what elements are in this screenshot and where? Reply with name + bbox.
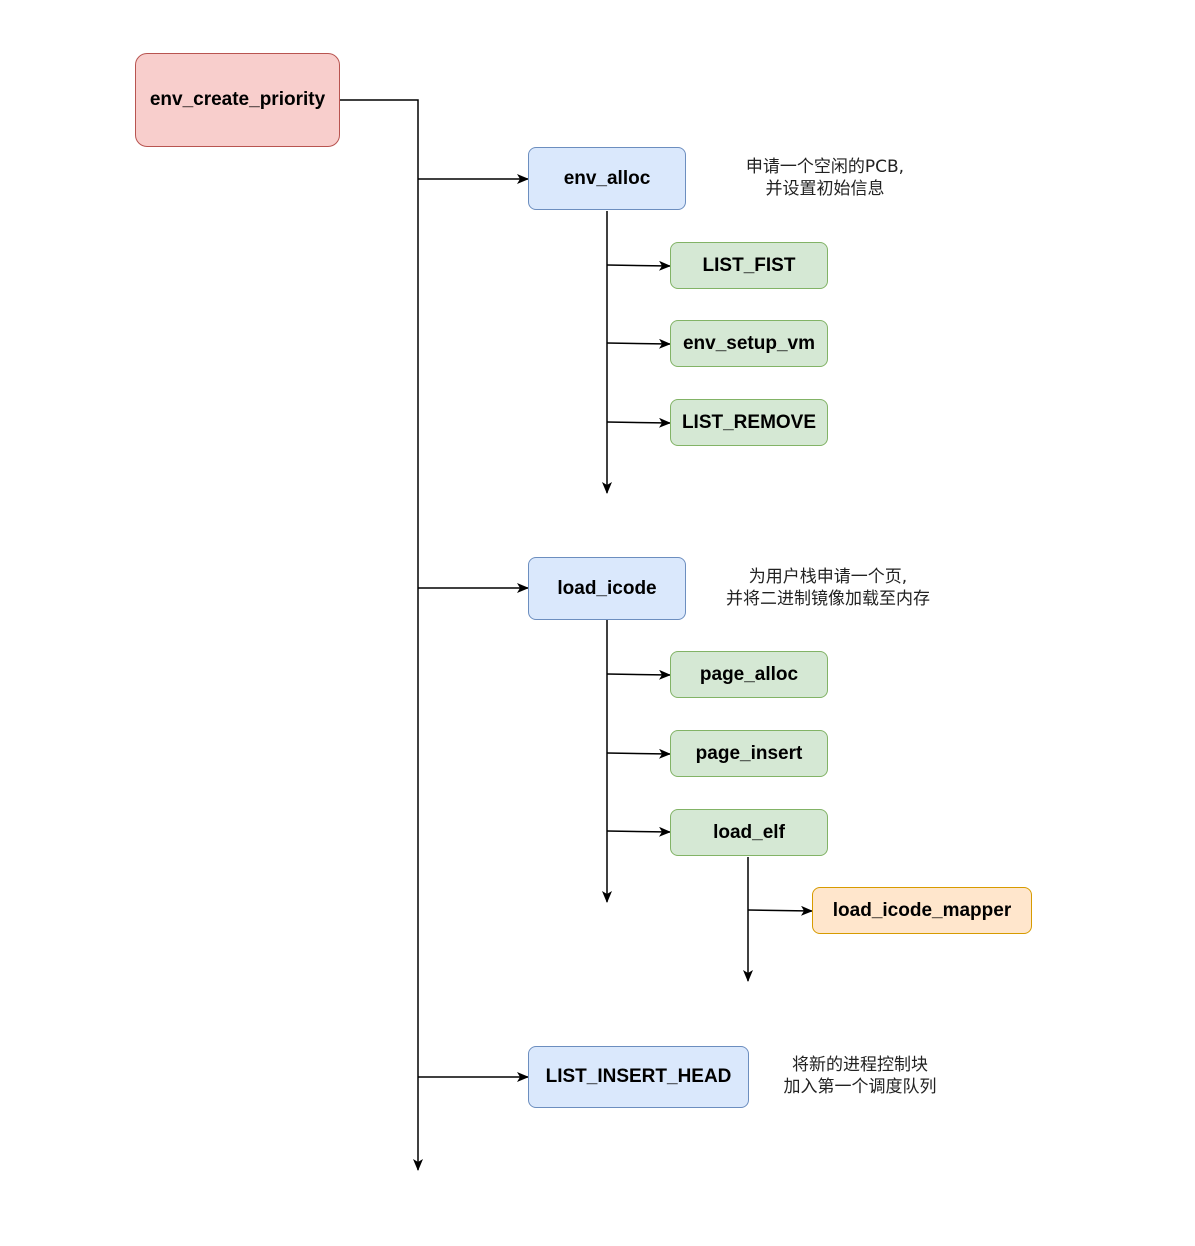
- node-env-alloc: env_alloc: [528, 147, 686, 210]
- node-page-alloc: page_alloc: [670, 651, 828, 698]
- node-label: env_alloc: [563, 167, 651, 189]
- node-label: page_insert: [695, 742, 803, 764]
- node-label: page_alloc: [699, 663, 799, 685]
- note-line: 申请一个空闲的PCB,: [745, 157, 905, 177]
- node-env-setup-vm: env_setup_vm: [670, 320, 828, 367]
- node-list-insert-head: LIST_INSERT_HEAD: [528, 1046, 749, 1108]
- root-trunk-line: [340, 99, 423, 1171]
- note-load-icode: 为用户栈申请一个页, 并将二进制镜像加载至内存: [698, 566, 958, 610]
- note-line: 将新的进程控制块: [792, 1055, 928, 1075]
- node-label: load_icode_mapper: [832, 899, 1012, 921]
- node-label: LIST_REMOVE: [681, 411, 817, 433]
- note-line: 加入第一个调度队列: [783, 1077, 937, 1097]
- arrow-to-list-fist: [606, 260, 671, 271]
- note-list-insert-head: 将新的进程控制块 加入第一个调度队列: [750, 1054, 970, 1098]
- node-label: env_create_priority: [149, 89, 326, 110]
- node-load-elf: load_elf: [670, 809, 828, 856]
- arrow-to-env-setup-vm: [606, 338, 671, 349]
- note-line: 并设置初始信息: [765, 179, 885, 199]
- note-line: 并将二进制镜像加载至内存: [726, 589, 930, 609]
- node-label: env_setup_vm: [682, 332, 815, 354]
- node-page-insert: page_insert: [670, 730, 828, 777]
- node-load-icode: load_icode: [528, 557, 686, 620]
- arrow-to-list-remove: [606, 417, 671, 428]
- arrow-to-page-alloc: [606, 669, 671, 680]
- note-line: 为用户栈申请一个页,: [748, 567, 908, 587]
- node-label: LIST_INSERT_HEAD: [545, 1066, 732, 1087]
- node-label: load_icode: [557, 577, 657, 599]
- arrow-to-load-icode-mapper: [747, 905, 813, 916]
- node-env-create-priority: env_create_priority: [135, 53, 340, 147]
- arrow-to-page-insert: [606, 748, 671, 759]
- note-env-alloc: 申请一个空闲的PCB, 并设置初始信息: [705, 156, 945, 200]
- node-label: LIST_FIST: [702, 254, 796, 276]
- node-label: load_elf: [713, 821, 785, 843]
- node-list-remove: LIST_REMOVE: [670, 399, 828, 446]
- node-load-icode-mapper: load_icode_mapper: [812, 887, 1032, 934]
- arrow-to-load-elf: [606, 826, 671, 837]
- node-list-fist: LIST_FIST: [670, 242, 828, 289]
